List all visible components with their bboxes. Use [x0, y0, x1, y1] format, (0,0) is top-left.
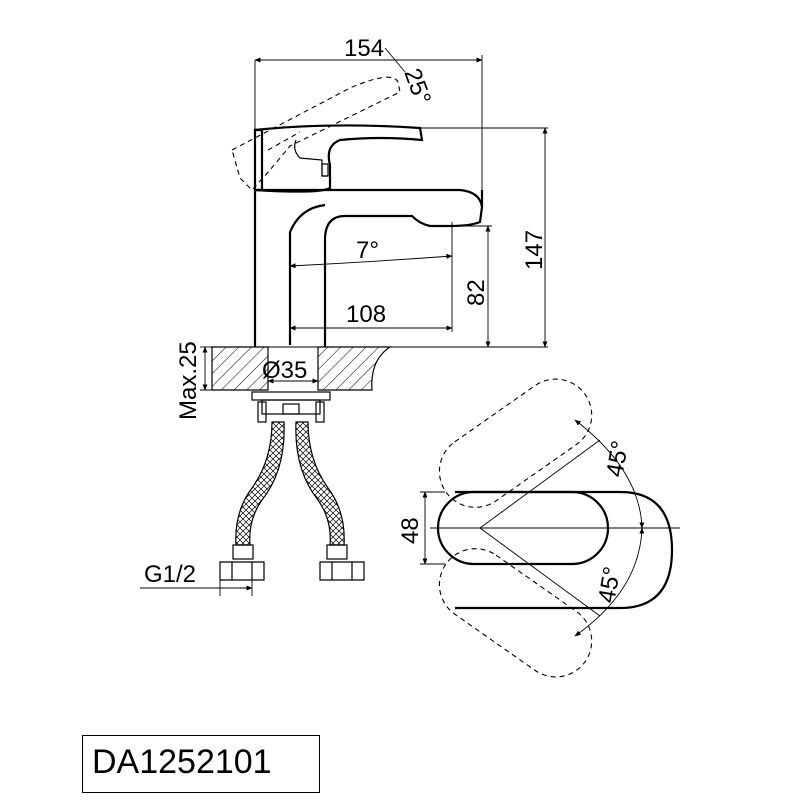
faucet-side-view — [231, 60, 484, 347]
dim-max-thickness: Max.25 — [175, 341, 202, 420]
lever-raised-dashed — [231, 76, 401, 191]
countertop-section — [200, 346, 393, 391]
dim-handle-width: 48 — [397, 517, 424, 544]
dim-rotation-lower: 45° — [593, 565, 626, 605]
model-number: DA1252101 — [92, 743, 272, 781]
title-block — [82, 735, 320, 793]
spout — [255, 188, 484, 347]
dim-lever-angle: 25° — [398, 65, 436, 108]
supply-hoses — [140, 421, 365, 596]
dim-width-top: 154 — [344, 35, 384, 62]
dim-height-total: 147 — [521, 230, 548, 270]
dim-spout-angle: 7° — [356, 237, 379, 264]
mounting-hardware — [251, 391, 331, 423]
handle-top-view — [420, 378, 680, 678]
dim-hole-diameter: Ø35 — [262, 357, 307, 384]
dim-spout-reach: 108 — [346, 301, 386, 328]
dim-thread: G1/2 — [144, 561, 196, 588]
dim-rotation-upper: 45° — [601, 439, 634, 479]
dimension-lines — [212, 47, 548, 348]
dim-spout-height: 82 — [463, 279, 490, 306]
